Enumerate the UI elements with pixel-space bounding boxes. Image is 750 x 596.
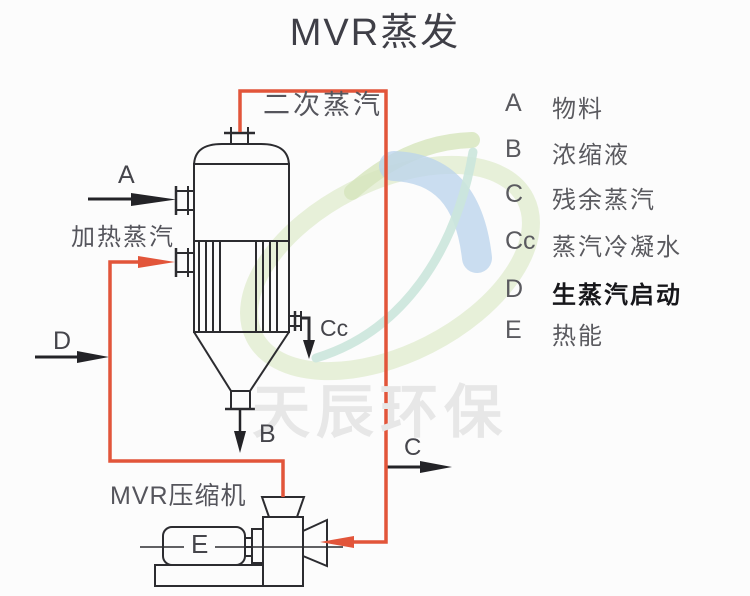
page-title: MVR蒸发 [289,12,461,54]
watermark-text: 天辰环保 [252,380,509,445]
concentrate-arrow-b [234,410,246,453]
heating-tube-bundle [198,241,278,332]
legend-item-cc: Cc 蒸汽冷凝水 [505,227,682,262]
legend-label: 残余蒸汽 [552,187,656,214]
secondary-steam-pipe [238,89,388,544]
compressor-body [262,516,304,587]
legend-key: A [505,89,522,117]
legend-key: E [505,316,522,344]
bottom-outlet-nozzle [230,390,251,410]
feed-arrow-a [88,193,176,206]
legend-item-e: E 热能 [505,316,604,351]
vessel-cone [193,331,232,392]
residual-steam-arrow-c [387,461,452,473]
condensate-nozzle [289,311,311,345]
heating-steam-pipe [108,260,285,497]
compressor-base [154,564,265,587]
mvr-compressor [140,496,343,587]
vessel-top-nozzle [224,127,255,145]
legend-key: B [505,135,522,163]
startup-steam-arrow-d [35,351,109,363]
bearing-block [251,528,264,564]
label-secondary-steam: 二次蒸汽 [263,90,383,120]
legend-label: 浓缩液 [552,142,630,169]
legend-label: 热能 [552,323,604,350]
legend-key: Cc [505,227,536,255]
flow-arrows [35,193,452,473]
vessel-body [193,163,290,333]
legend-item-a: A 物料 [505,89,604,124]
label-heating-steam: 加热蒸汽 [71,224,175,251]
pipe-arrow-into-vessel [138,256,175,268]
vessel-dome [193,143,290,167]
legend-item-d: D 生蒸汽启动 [505,275,682,310]
watermark-swirl-logo [240,132,540,381]
legend-item-b: B 浓缩液 [505,135,630,170]
stream-label-b: B [259,420,276,448]
feed-nozzle [174,186,194,215]
legend-item-c: C 残余蒸汽 [505,180,656,215]
heating-steam-nozzle [174,248,194,277]
stream-label-e: E [184,531,216,557]
pipe-arrow-into-compressor [320,536,354,548]
legend-key: C [505,180,524,208]
evaporator-vessel [174,127,311,411]
condensate-arrow-cc [303,340,315,359]
label-mvr-compressor: MVR压缩机 [110,482,247,510]
steam-piping [108,89,388,548]
legend-label: 蒸汽冷凝水 [552,234,682,261]
legend-key: D [505,275,524,303]
stream-label-cc: Cc [320,315,349,341]
legend-label: 生蒸汽启动 [552,282,682,309]
compressor-diffuser [302,518,328,568]
stream-label-d: D [53,327,72,355]
compressor-inlet-funnel [260,496,306,518]
stream-label-a: A [118,161,135,189]
legend-label: 物料 [552,96,604,123]
stream-label-c: C [404,434,422,461]
